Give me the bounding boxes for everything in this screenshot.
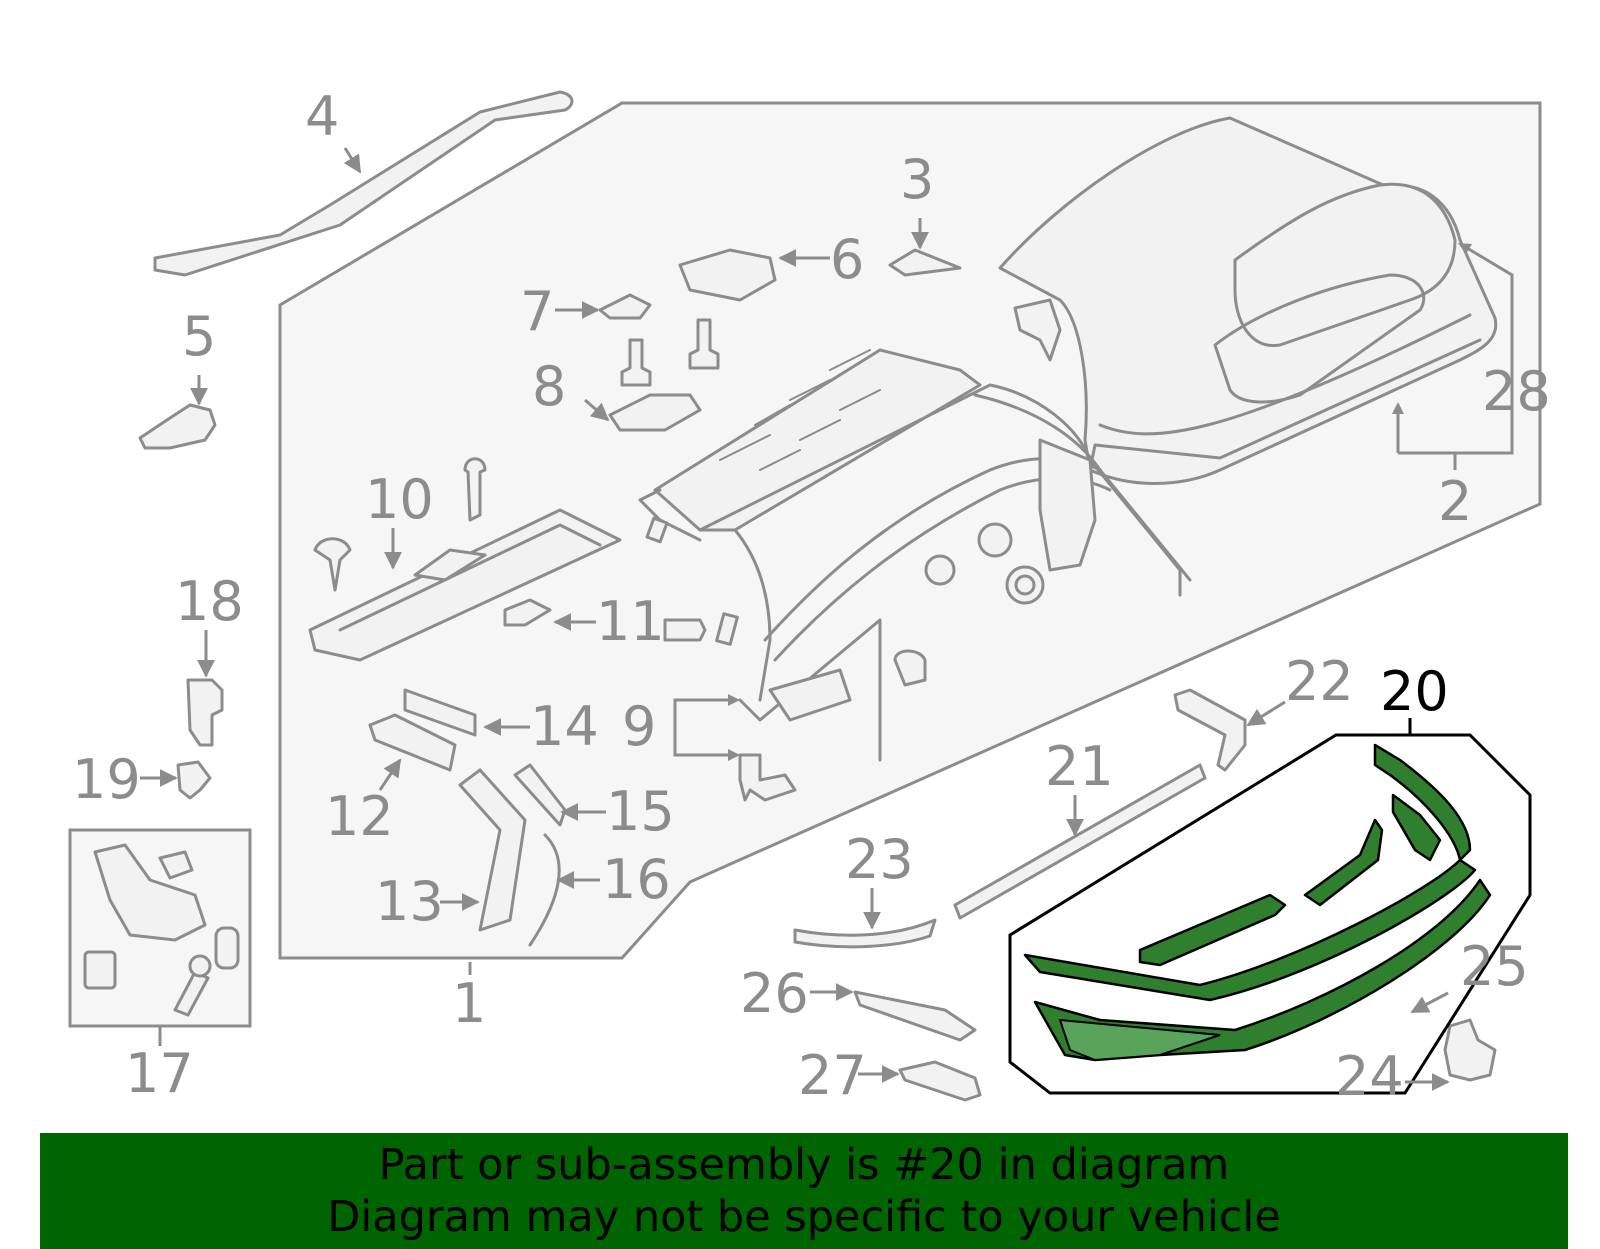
callout-27: 27	[798, 1044, 867, 1107]
callout-22: 22	[1285, 650, 1354, 713]
shelf-panel-10	[308, 508, 622, 662]
callout-9: 9	[622, 695, 656, 758]
top-frame	[638, 348, 1192, 762]
strip-27	[898, 1060, 982, 1102]
leaders	[140, 147, 1514, 1091]
callout-5: 5	[182, 305, 216, 368]
callout-21: 21	[1045, 735, 1114, 798]
rail-4	[153, 90, 574, 277]
callout-23: 23	[845, 828, 914, 891]
callout-1: 1	[452, 972, 486, 1035]
callout-10: 10	[365, 468, 434, 531]
callout-13: 13	[375, 870, 444, 933]
callout-11: 11	[596, 590, 665, 653]
callout-15: 15	[606, 780, 675, 843]
clip-18	[186, 678, 224, 747]
callout-17: 17	[125, 1042, 194, 1105]
strip-26	[853, 990, 977, 1042]
callout-25: 25	[1460, 935, 1529, 998]
info-banner: Part or sub-assembly is #20 in diagram D…	[40, 1133, 1568, 1249]
callout-4: 4	[305, 85, 339, 148]
small-fasteners	[313, 248, 1045, 802]
clip-19	[176, 760, 212, 800]
banner-line-part: Part or sub-assembly is #20 in diagram	[378, 1140, 1230, 1190]
kit-17-parts	[83, 843, 240, 1017]
strip-21	[953, 763, 1207, 920]
banner-line-disclaimer: Diagram may not be specific to your vehi…	[327, 1192, 1281, 1242]
callout-2: 2	[1438, 470, 1472, 533]
callout-26: 26	[740, 962, 809, 1025]
callout-24: 24	[1335, 1045, 1404, 1108]
callout-28: 28	[1482, 360, 1551, 423]
weatherstrip-20	[1023, 743, 1492, 1062]
callout-19: 19	[72, 748, 141, 811]
soft-top-cover	[998, 116, 1498, 485]
callout-12: 12	[325, 785, 394, 848]
callout-6: 6	[830, 228, 864, 291]
callout-8: 8	[532, 355, 566, 418]
callout-14: 14	[530, 695, 599, 758]
callout-labels: 1 2 3 4 5 6 7 8 9 10 11 12 13 14 15 16 1…	[72, 85, 1551, 1108]
bracket-24	[1443, 1018, 1497, 1082]
callout-18: 18	[175, 570, 244, 633]
callout-16: 16	[602, 848, 671, 911]
clip-22	[1173, 688, 1247, 772]
bracket-5	[138, 403, 217, 450]
callout-3: 3	[900, 148, 934, 211]
callout-20: 20	[1380, 660, 1449, 723]
callout-7: 7	[520, 280, 554, 343]
strip-23	[793, 918, 937, 949]
